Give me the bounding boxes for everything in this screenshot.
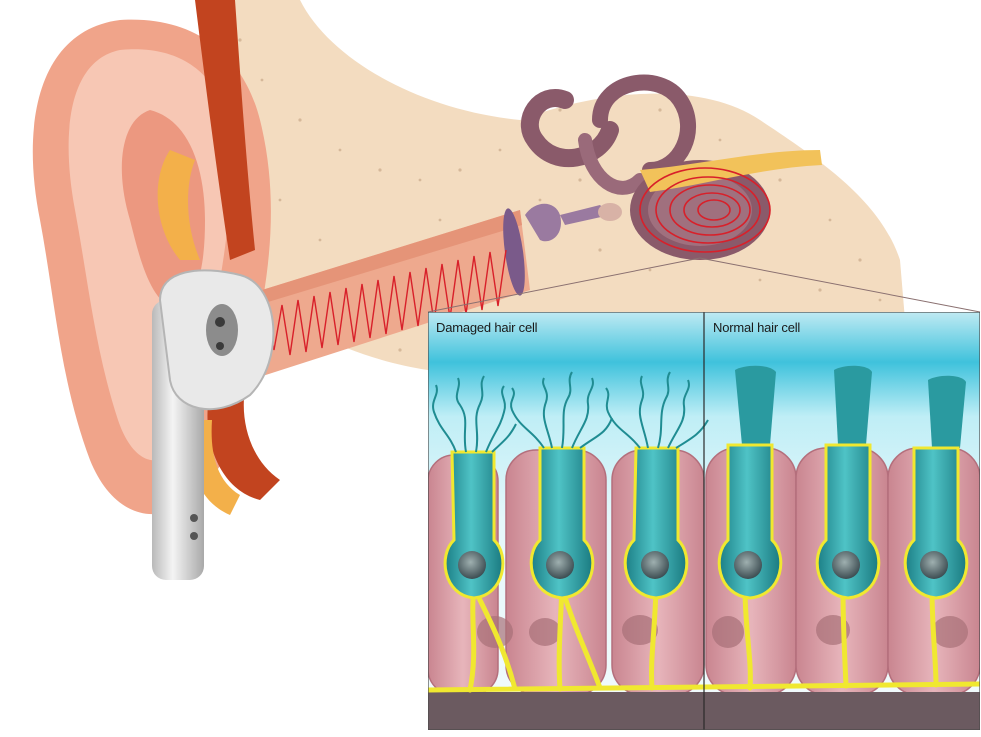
normal-hair-cell-label: Normal hair cell xyxy=(713,320,800,335)
hair-cell-detail-panel xyxy=(428,312,980,730)
damaged-hair-cell-label: Damaged hair cell xyxy=(436,320,537,335)
normal-hair-cells xyxy=(719,366,967,598)
